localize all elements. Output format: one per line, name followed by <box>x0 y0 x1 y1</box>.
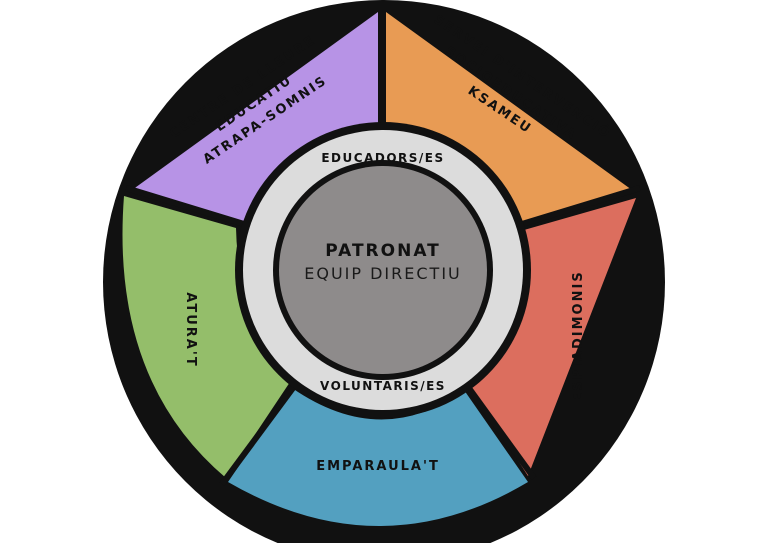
label-emparaulat-line-1: EMPARAULA'T <box>316 459 440 474</box>
label-emparaulat: EMPARAULA'T <box>316 459 440 474</box>
ring-bottom-label: VOLUNTARIS/ES <box>320 379 446 393</box>
label-espiadimonis-line-1: ESPIADIMONIS <box>571 270 586 401</box>
center-title: PATRONAT <box>325 241 441 261</box>
center-disc <box>279 166 487 374</box>
segment-espiadimonis <box>470 198 636 476</box>
label-aturat-line-1: ATURA'T <box>183 292 198 367</box>
segment-emparaulat <box>228 388 528 526</box>
center-subtitle: EQUIP DIRECTIU <box>304 264 462 283</box>
label-aturat: ATURA'T <box>183 292 198 367</box>
ring-top-label: EDUCADORS/ES <box>321 151 444 165</box>
segment-aturat <box>122 196 290 478</box>
label-espiadimonis: ESPIADIMONIS <box>571 270 586 401</box>
segment-ksameu <box>386 12 632 222</box>
segment-dividers <box>125 10 641 486</box>
segment-lleure <box>132 12 378 222</box>
